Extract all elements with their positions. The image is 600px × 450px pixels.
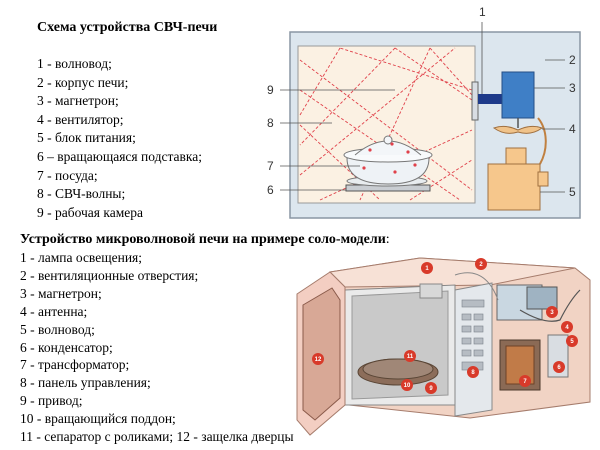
svg-text:1: 1	[425, 266, 429, 272]
callout-5: 5	[569, 185, 576, 199]
callout-1: 1	[479, 5, 486, 19]
svg-text:5: 5	[570, 339, 574, 345]
magnetron-unit	[526, 286, 558, 310]
badge-6: 6	[553, 361, 565, 373]
callout-8: 8	[267, 116, 274, 130]
callout-4: 4	[569, 122, 576, 136]
leader-lines	[280, 22, 565, 193]
device-legend-item: 8 - панель управления;	[20, 375, 151, 391]
cutaway-badges: 1 2 3 4 5 6 7 8 9 10 11 12	[312, 258, 578, 394]
callout-9: 9	[267, 83, 274, 97]
device-legend-item: 11 - сепаратор с роликами; 12 - защелка …	[20, 429, 294, 445]
device-title-suffix: :	[385, 232, 390, 247]
door-window	[302, 287, 341, 421]
turntable	[362, 358, 434, 380]
scheme-legend-item: 6 – вращающаяся подставка;	[37, 148, 202, 164]
badge-2: 2	[475, 258, 487, 270]
svg-text:12: 12	[315, 357, 322, 363]
device-title: Устройство микроволновой печи на примере…	[20, 232, 390, 248]
callout-6: 6	[267, 183, 274, 197]
device-legend-item: 4 - антенна;	[20, 303, 88, 319]
svg-text:3: 3	[550, 310, 554, 316]
svg-text:9: 9	[429, 386, 433, 392]
scheme-legend-item: 2 - корпус печи;	[37, 74, 129, 90]
badge-8: 8	[467, 366, 479, 378]
device-legend-item: 6 - конденсатор;	[20, 339, 113, 355]
badge-10: 10	[401, 379, 413, 391]
badge-4: 4	[561, 321, 573, 333]
device-legend-item: 10 - вращающийся поддон;	[20, 411, 176, 427]
magnetron-antenna	[478, 94, 502, 104]
callout-7: 7	[267, 159, 274, 173]
badge-11: 11	[404, 350, 416, 362]
scheme-legend-item: 3 - магнетрон;	[37, 93, 119, 109]
device-legend-item: 9 - привод;	[20, 393, 83, 409]
svg-text:6: 6	[557, 365, 561, 371]
waveguide	[471, 81, 479, 121]
callout-3: 3	[569, 81, 576, 95]
badge-7: 7	[519, 375, 531, 387]
fan-cable	[537, 117, 547, 165]
scheme-legend-item: 7 - посуда;	[37, 167, 98, 183]
svg-text:11: 11	[407, 354, 414, 360]
dish	[346, 157, 430, 185]
scheme-legend-item: 1 - волновод;	[37, 56, 112, 71]
device-legend-item: 5 - волновод;	[20, 321, 95, 337]
callout-2: 2	[569, 53, 576, 67]
svg-text:4: 4	[565, 325, 569, 331]
scheme-legend-item: 9 - рабочая камера	[37, 204, 143, 220]
magnetron	[501, 71, 535, 119]
device-legend-item: 1 - лампа освещения;	[20, 250, 143, 265]
svg-text:10: 10	[404, 383, 411, 389]
badge-3: 3	[546, 306, 558, 318]
device-title-text: Устройство микроволновой печи на примере…	[20, 232, 386, 247]
badge-9: 9	[425, 382, 437, 394]
badge-12: 12	[312, 353, 324, 365]
svg-text:7: 7	[523, 379, 527, 385]
scheme-legend-item: 8 - СВЧ-волны;	[37, 186, 126, 202]
fan	[492, 125, 544, 134]
badge-5: 5	[566, 335, 578, 347]
svg-text:8: 8	[471, 370, 475, 376]
scheme-title: Схема устройства СВЧ-печи	[37, 20, 218, 35]
microwave-scheme: 1 2 3 4 5 6 7 8 9	[267, 5, 581, 219]
dish-knob	[383, 135, 393, 145]
microwave-cutaway: 1 2 3 4 5 6 7 8 9 10 11 12	[296, 257, 591, 436]
device-legend-item: 3 - магнетрон;	[20, 285, 102, 301]
power-supply	[487, 163, 541, 211]
scheme-legend: 1 - волновод; 2 - корпус печи; 3 - магне…	[37, 55, 202, 222]
device-legend-item: 2 - вентиляционные отверстия;	[20, 267, 199, 283]
device-legend: 1 - лампа освещения; 2 - вентиляционные …	[20, 249, 294, 446]
scheme-legend-item: 4 - вентилятор;	[37, 111, 124, 127]
device-legend-item: 7 - трансформатор;	[20, 357, 130, 373]
power-connector	[505, 147, 527, 165]
scheme-legend-item: 5 - блок питания;	[37, 130, 136, 146]
svg-text:2: 2	[479, 262, 483, 268]
badge-1: 1	[421, 262, 433, 274]
